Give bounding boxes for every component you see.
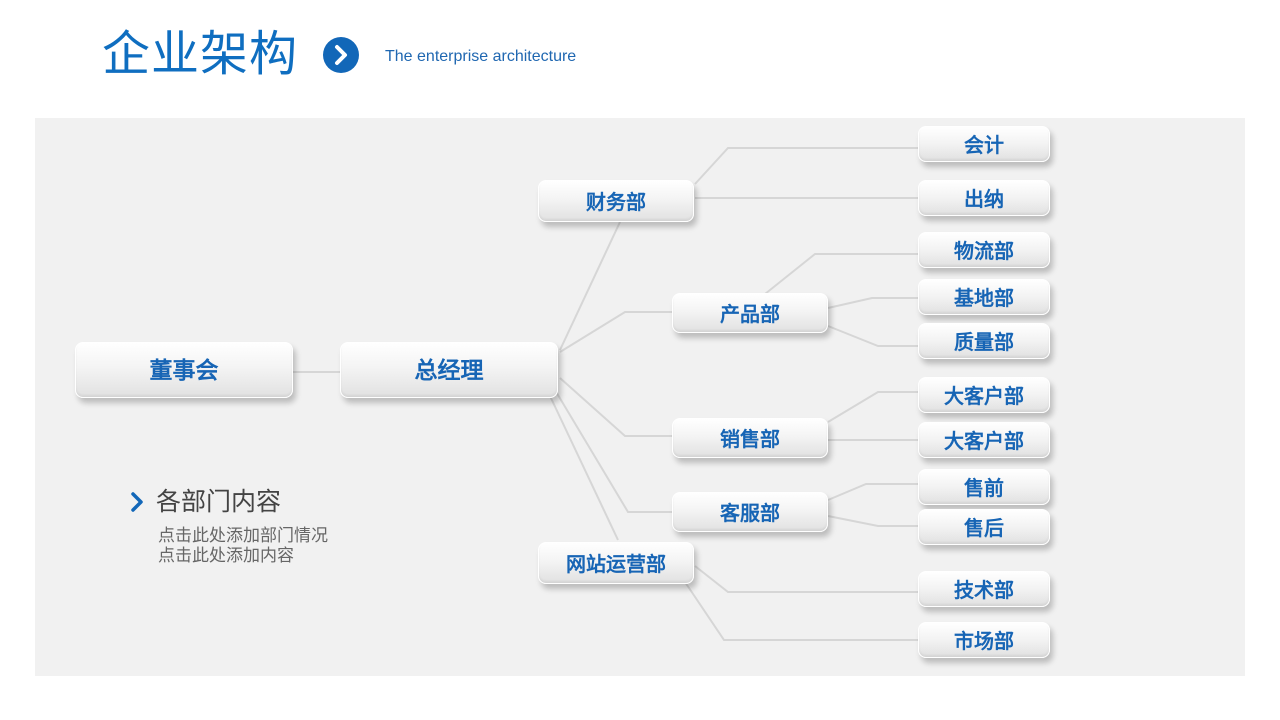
caption-title: 各部门内容 <box>156 487 282 516</box>
node-cashier[interactable]: 出纳 <box>918 180 1050 216</box>
node-service-dept[interactable]: 客服部 <box>672 492 828 532</box>
node-accounting[interactable]: 会计 <box>918 126 1050 162</box>
node-presale[interactable]: 售前 <box>918 469 1050 505</box>
node-aftersale[interactable]: 售后 <box>918 509 1050 545</box>
node-product-dept[interactable]: 产品部 <box>672 293 828 333</box>
node-logistics[interactable]: 物流部 <box>918 232 1050 268</box>
node-general-manager[interactable]: 总经理 <box>340 342 558 398</box>
node-sales-dept[interactable]: 销售部 <box>672 418 828 458</box>
node-base[interactable]: 基地部 <box>918 279 1050 315</box>
caption-line-1[interactable]: 点击此处添加部门情况 <box>158 526 328 546</box>
node-key-account-2[interactable]: 大客户部 <box>918 422 1050 458</box>
chevron-right-circle-icon <box>323 37 359 73</box>
node-key-account-1[interactable]: 大客户部 <box>918 377 1050 413</box>
node-market[interactable]: 市场部 <box>918 622 1050 658</box>
node-tech[interactable]: 技术部 <box>918 571 1050 607</box>
caption-line-2[interactable]: 点击此处添加内容 <box>158 546 294 566</box>
node-board[interactable]: 董事会 <box>75 342 293 398</box>
page-subtitle: The enterprise architecture <box>385 48 577 65</box>
node-quality[interactable]: 质量部 <box>918 323 1050 359</box>
page-title: 企业架构 <box>102 26 299 82</box>
node-web-ops-dept[interactable]: 网站运营部 <box>538 542 694 584</box>
node-finance-dept[interactable]: 财务部 <box>538 180 694 222</box>
chevron-right-icon <box>131 492 143 512</box>
